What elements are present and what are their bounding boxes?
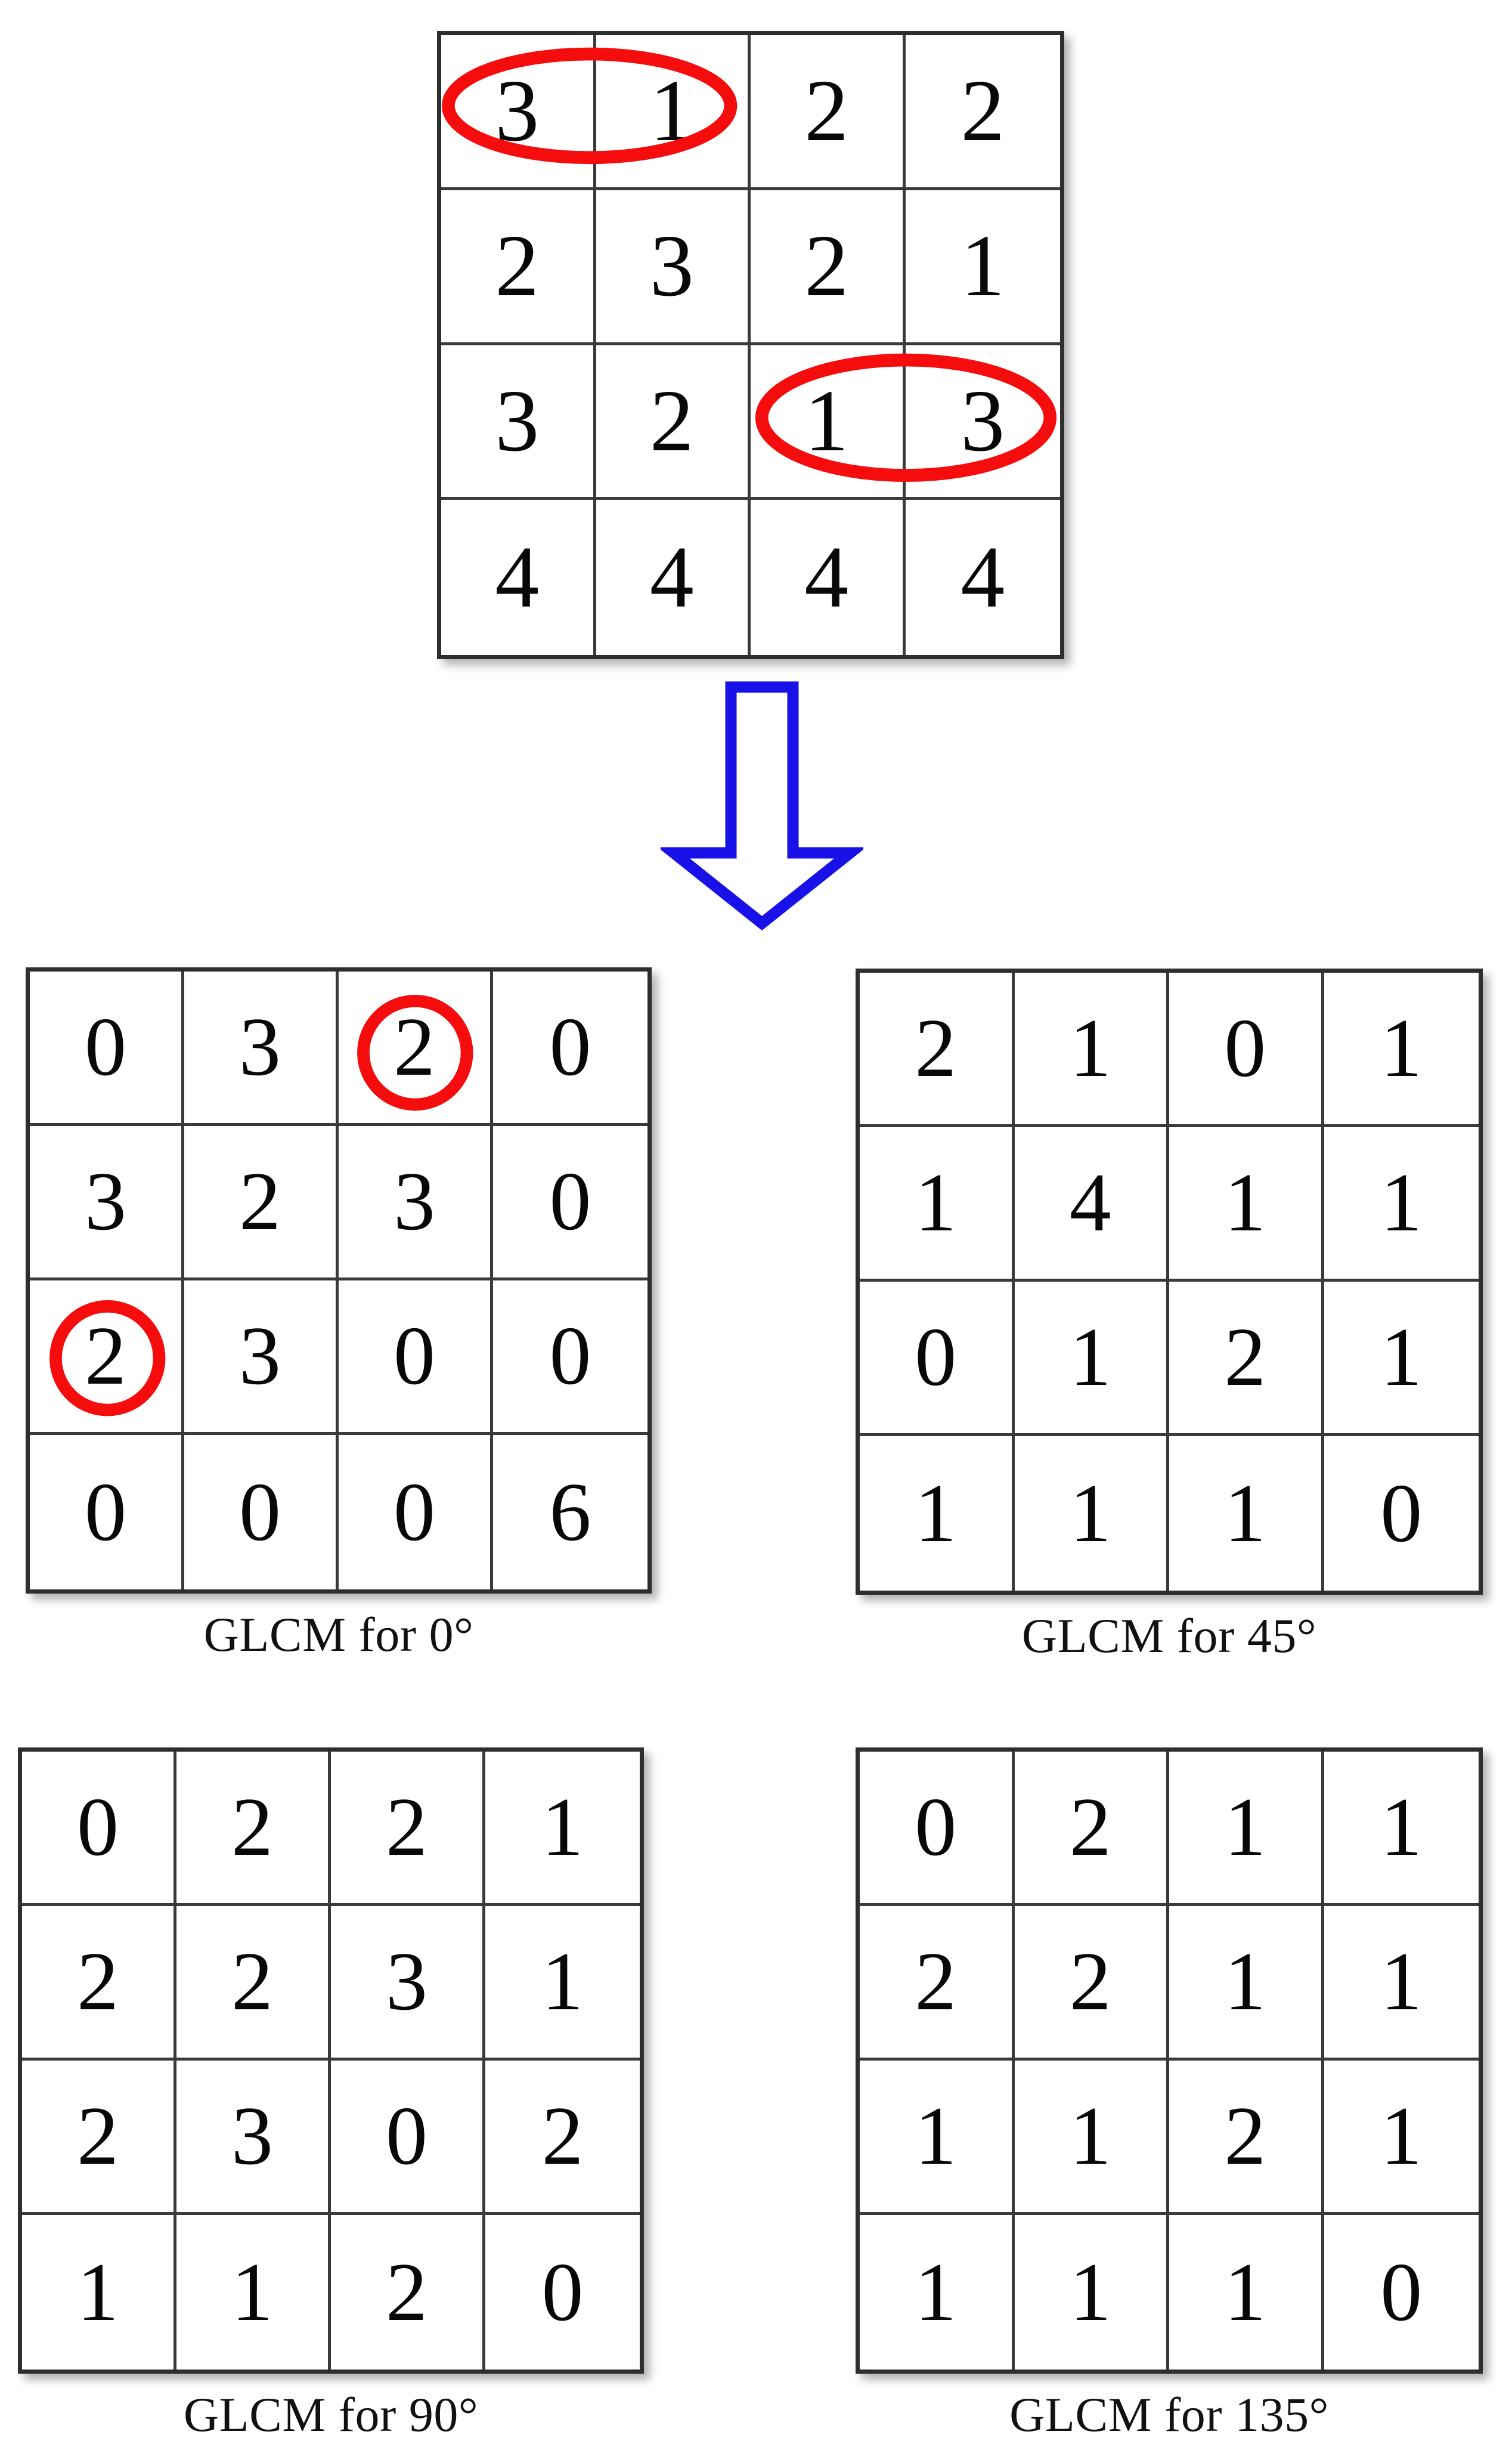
source-image-matrix: 3 1 2 2 2 3 2 1 3 2 1 3 4 4 4 4 (437, 31, 1064, 659)
glcm-90-cell-r3c2: 2 (331, 2215, 485, 2370)
glcm-45-cell-r1c1: 4 (1014, 1127, 1169, 1282)
glcm-90-cell-r0c3: 1 (485, 1752, 640, 1906)
source-cell-r1c1: 3 (596, 190, 751, 345)
glcm-90-block: 0 2 2 1 2 2 3 1 2 3 0 2 1 1 2 0 GLCM for… (18, 1747, 644, 2443)
glcm-90-cell-r1c3: 1 (485, 1906, 640, 2061)
glcm-0-cell-r2c3: 0 (493, 1280, 647, 1435)
source-cell-r0c2: 2 (751, 35, 906, 190)
glcm-45-cell-r2c3: 1 (1324, 1282, 1479, 1436)
glcm-0-caption: GLCM for 0° (203, 1607, 474, 1662)
glcm-135-cell-r0c3: 1 (1324, 1752, 1479, 1906)
down-arrow-icon (661, 681, 863, 930)
source-cell-r3c1: 4 (596, 500, 751, 655)
glcm-0-cell-r3c1: 0 (184, 1435, 339, 1589)
glcm-135-cell-r0c2: 1 (1169, 1752, 1324, 1906)
glcm-135-cell-r2c1: 1 (1014, 2061, 1169, 2215)
glcm-0-cell-r3c2: 0 (339, 1435, 493, 1589)
glcm-135-cell-r1c0: 2 (860, 1906, 1015, 2061)
glcm-45-cell-r1c2: 1 (1169, 1127, 1324, 1282)
glcm-0-cell-r1c3: 0 (493, 1126, 647, 1280)
source-cell-r0c1: 1 (596, 35, 751, 190)
glcm-45-cell-r3c1: 1 (1015, 1436, 1169, 1591)
source-cell-r3c0: 4 (441, 500, 596, 655)
glcm-90-cell-r0c2: 2 (331, 1752, 485, 1906)
glcm-90-cell-r1c1: 2 (176, 1906, 331, 2061)
glcm-135-cell-r0c0: 0 (860, 1752, 1015, 1906)
glcm-0-cell-r0c2: 2 (339, 972, 493, 1126)
glcm-90-cell-r1c2: 3 (331, 1906, 485, 2061)
glcm-135-cell-r1c2: 1 (1169, 1906, 1324, 2061)
source-cell-r0c0: 3 (441, 35, 596, 190)
source-cell-r1c3: 1 (905, 190, 1060, 345)
glcm-0-matrix: 0 3 2 0 3 2 3 0 2 3 0 0 0 0 0 6 (26, 967, 652, 1594)
glcm-45-cell-r0c1: 1 (1014, 973, 1169, 1127)
glcm-45-cell-r3c0: 1 (860, 1436, 1015, 1591)
source-cell-r2c2: 1 (751, 345, 906, 500)
glcm-45-block: 2 1 0 1 1 4 1 1 0 1 2 1 1 1 1 0 GLCM for… (856, 969, 1483, 1664)
glcm-90-cell-r2c1: 3 (176, 2061, 331, 2215)
glcm-45-cell-r2c1: 1 (1014, 1282, 1169, 1436)
glcm-135-cell-r2c3: 1 (1324, 2061, 1479, 2215)
glcm-90-cell-r0c0: 0 (22, 1752, 176, 1906)
glcm-135-cell-r2c0: 1 (860, 2061, 1015, 2215)
glcm-135-block: 0 2 1 1 2 2 1 1 1 1 2 1 1 1 1 0 GLCM for… (856, 1747, 1483, 2443)
glcm-45-cell-r0c3: 1 (1324, 973, 1479, 1127)
glcm-45-cell-r2c2: 2 (1169, 1282, 1324, 1436)
glcm-135-cell-r3c0: 1 (860, 2215, 1015, 2370)
glcm-0-cell-r3c0: 0 (30, 1435, 184, 1589)
glcm-90-matrix: 0 2 2 1 2 2 3 1 2 3 0 2 1 1 2 0 (18, 1747, 644, 2374)
glcm-90-cell-r2c0: 2 (22, 2061, 176, 2215)
glcm-135-caption: GLCM for 135° (1009, 2387, 1329, 2442)
glcm-135-cell-r1c3: 1 (1324, 1906, 1479, 2061)
source-cell-r2c3: 3 (905, 345, 1060, 500)
glcm-90-cell-r0c1: 2 (176, 1752, 331, 1906)
glcm-0-cell-r1c1: 2 (184, 1126, 339, 1280)
source-cell-r2c0: 3 (441, 345, 596, 500)
glcm-90-cell-r2c2: 0 (331, 2061, 485, 2215)
source-cell-r1c0: 2 (441, 190, 596, 345)
glcm-45-cell-r3c3: 0 (1380, 1467, 1423, 1560)
glcm-0-cell-r0c3: 0 (493, 972, 647, 1126)
glcm-135-matrix: 0 2 1 1 2 2 1 1 1 1 2 1 1 1 1 0 (856, 1747, 1483, 2374)
glcm-90-cell-r1c0: 2 (22, 1906, 176, 2061)
source-cell-r1c2: 2 (751, 190, 906, 345)
glcm-45-caption: GLCM for 45° (1021, 1608, 1317, 1663)
glcm-90-cell-r3c1: 1 (176, 2215, 331, 2370)
glcm-0-cell-r1c2: 3 (339, 1126, 493, 1280)
glcm-135-cell-r3c3: 0 (1380, 2245, 1423, 2338)
glcm-0-cell-r3c3: 6 (549, 1465, 591, 1558)
glcm-45-cell-r1c3: 1 (1324, 1127, 1479, 1282)
glcm-135-cell-r1c1: 2 (1014, 1906, 1169, 2061)
source-cell-r2c1: 2 (596, 345, 751, 500)
glcm-45-cell-r1c0: 1 (860, 1127, 1015, 1282)
glcm-135-cell-r3c2: 1 (1169, 2215, 1324, 2370)
source-cell-r0c3: 2 (905, 35, 1060, 190)
glcm-90-cell-r3c3: 0 (541, 2245, 584, 2338)
glcm-0-block: 0 3 2 0 3 2 3 0 2 3 0 0 0 0 0 6 GLCM for… (26, 967, 652, 1663)
glcm-135-cell-r0c1: 2 (1014, 1752, 1169, 1906)
glcm-0-cell-r2c1: 3 (184, 1280, 339, 1435)
source-matrix-block: 3 1 2 2 2 3 2 1 3 2 1 3 4 4 4 4 (437, 31, 1064, 659)
glcm-0-cell-r1c0: 3 (30, 1126, 184, 1280)
glcm-0-cell-r2c0: 2 (30, 1280, 184, 1435)
glcm-45-cell-r2c0: 0 (860, 1282, 1015, 1436)
glcm-0-cell-r2c2: 0 (339, 1280, 493, 1435)
glcm-90-cell-r2c3: 2 (485, 2061, 640, 2215)
glcm-0-cell-r0c0: 0 (30, 972, 184, 1126)
source-cell-r3c2: 4 (751, 500, 906, 655)
glcm-135-cell-r3c1: 1 (1015, 2215, 1169, 2370)
glcm-45-matrix: 2 1 0 1 1 4 1 1 0 1 2 1 1 1 1 0 (856, 969, 1483, 1595)
glcm-90-caption: GLCM for 90° (183, 2387, 479, 2442)
glcm-45-cell-r3c2: 1 (1169, 1436, 1324, 1591)
glcm-45-cell-r0c2: 0 (1169, 973, 1324, 1127)
glcm-135-cell-r2c2: 2 (1169, 2061, 1324, 2215)
glcm-45-cell-r0c0: 2 (860, 973, 1015, 1127)
source-cell-r3c3: 4 (961, 528, 1005, 627)
glcm-0-cell-r0c1: 3 (184, 972, 339, 1126)
glcm-90-cell-r3c0: 1 (22, 2215, 176, 2370)
